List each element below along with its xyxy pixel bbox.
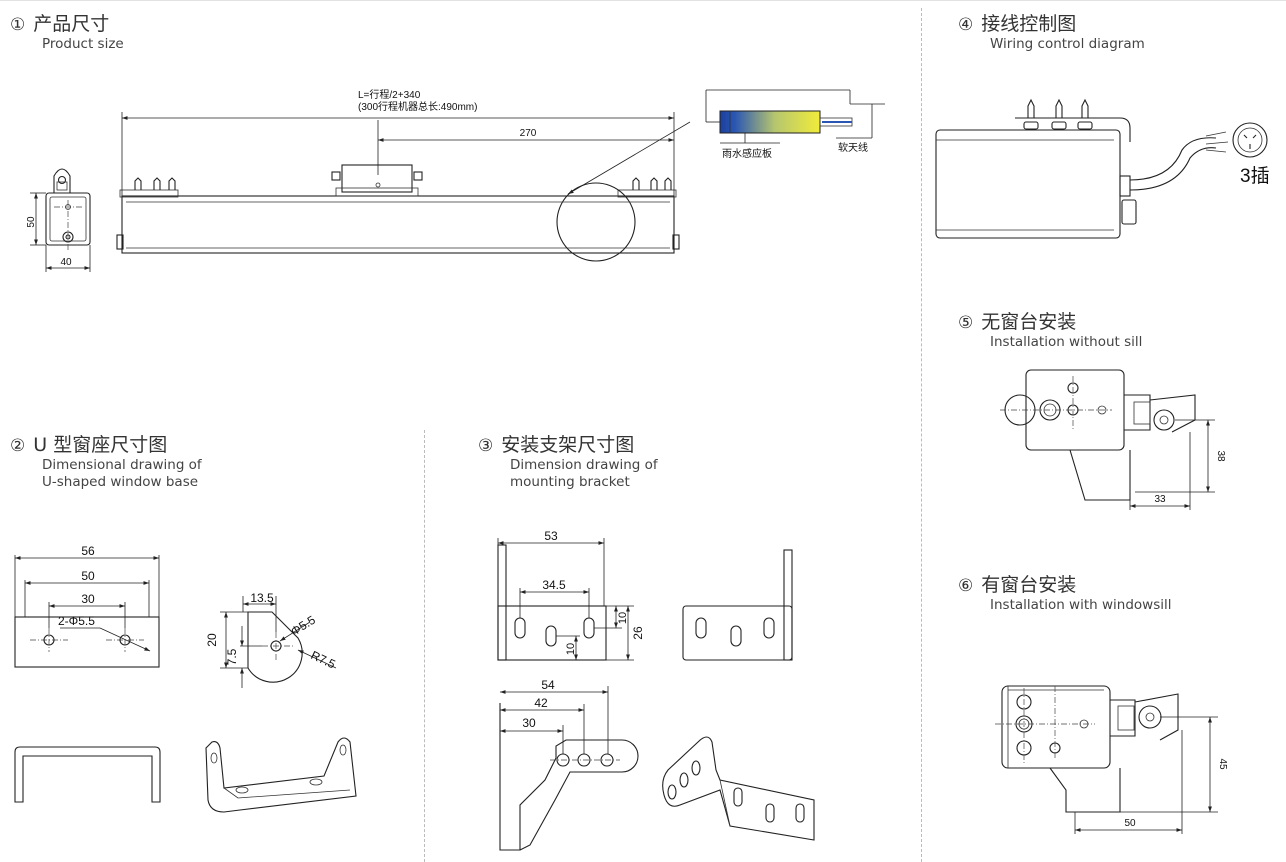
bracket-back-view	[682, 549, 793, 661]
rain-sensor	[567, 89, 885, 195]
b-34-5-label: 34.5	[542, 578, 566, 592]
u-base-side-view	[220, 596, 337, 688]
b-30-label: 30	[522, 716, 536, 730]
b-54-label: 54	[541, 678, 555, 692]
section-number: ③	[478, 436, 494, 456]
bracket-iso-view	[662, 736, 815, 841]
section-title: 有窗台安装	[981, 574, 1077, 596]
section-subtitle: Wiring control diagram	[990, 36, 1145, 52]
u-holes-label: 2-Φ5.5	[58, 614, 95, 628]
u-13-5-label: 13.5	[250, 591, 274, 605]
u-56-label: 56	[81, 544, 95, 558]
section-subtitle: Installation without sill	[990, 334, 1143, 350]
section-wiring: ④ 接线控制图 Wiring control diagram	[958, 9, 1145, 53]
with-sill-drawing	[995, 685, 1218, 834]
b-42-label: 42	[534, 696, 548, 710]
section-title: 接线控制图	[981, 13, 1077, 35]
section-subtitle: Dimension drawing of mounting bracket	[510, 457, 658, 490]
divider-middle	[424, 430, 425, 862]
section-title: 产品尺寸	[33, 13, 110, 35]
b-10a-label: 10	[617, 612, 629, 624]
soft-antenna-label: 软天线	[838, 141, 868, 154]
u-base-top-view	[14, 555, 160, 668]
section-no-sill: ⑤ 无窗台安装 Installation without sill	[958, 307, 1142, 351]
section-with-sill: ⑥ 有窗台安装 Installation with windowsill	[958, 570, 1172, 614]
bracket-front-view	[497, 538, 634, 661]
section-product-size: ① 产品尺寸 Product size	[10, 9, 124, 53]
length-formula: L=行程/2+340	[358, 88, 421, 101]
b-10b-label: 10	[565, 643, 577, 655]
u-r-label: R7.5	[309, 648, 338, 672]
section-number: ④	[958, 15, 974, 35]
section-number: ⑥	[958, 576, 974, 596]
dim-50b-label: 50	[1124, 818, 1136, 829]
section-title: U 型窗座尺寸图	[33, 434, 168, 456]
u-20-label: 20	[205, 633, 219, 647]
dim-40-label: 40	[60, 257, 72, 268]
dim-50-label: 50	[26, 216, 37, 228]
dim-270-label: 270	[520, 128, 537, 139]
u-7-5-label: 7.5	[225, 648, 239, 665]
u-base-iso-view	[205, 737, 357, 813]
plug-label: 3插	[1240, 165, 1270, 187]
section-subtitle: Installation with windowsill	[990, 597, 1172, 613]
divider-right	[921, 8, 922, 862]
top-rule	[0, 0, 1286, 1]
b-53-label: 53	[544, 529, 558, 543]
product-front-view	[116, 120, 680, 262]
bracket-side-view	[499, 686, 639, 851]
rain-sensor-label: 雨水感应板	[722, 147, 772, 160]
section-number: ⑤	[958, 313, 974, 333]
u-base-front-view	[14, 746, 161, 803]
no-sill-drawing	[1000, 369, 1215, 510]
u-30-label: 30	[81, 592, 95, 606]
section-title: 无窗台安装	[981, 311, 1077, 333]
wiring-drawing	[935, 98, 1268, 239]
section-bracket: ③ 安装支架尺寸图 Dimension drawing of mounting b…	[478, 430, 658, 491]
section-subtitle: Product size	[42, 36, 124, 52]
u-phi-label: Φ5.5	[288, 613, 318, 639]
dim-33-label: 33	[1154, 494, 1166, 505]
section-title: 安装支架尺寸图	[501, 434, 635, 456]
product-side-view	[30, 168, 91, 272]
section-subtitle: Dimensional drawing of U-shaped window b…	[42, 457, 202, 490]
b-26-label: 26	[631, 626, 645, 640]
section-number: ①	[10, 15, 26, 35]
dim-45-label: 45	[1217, 758, 1228, 770]
section-number: ②	[10, 436, 26, 456]
dim-38-label: 38	[1215, 450, 1226, 462]
section-u-base: ② U 型窗座尺寸图 Dimensional drawing of U-shape…	[10, 430, 202, 491]
u-50-label: 50	[81, 569, 95, 583]
length-note: (300行程机器总长:490mm)	[358, 100, 477, 113]
